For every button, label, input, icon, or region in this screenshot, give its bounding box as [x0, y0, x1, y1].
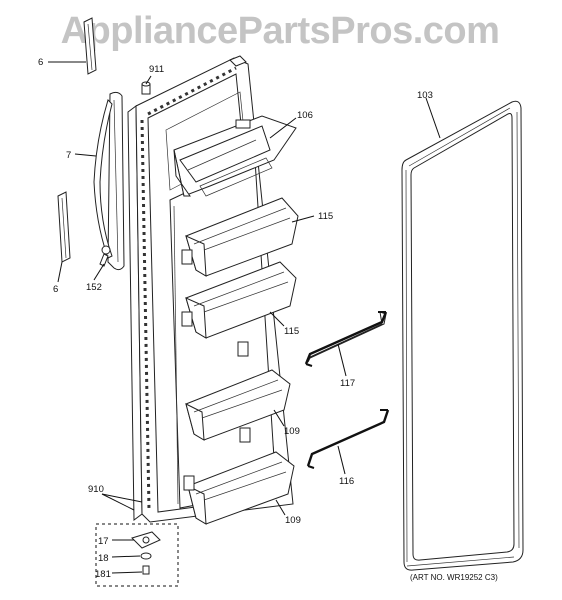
screw-152 [99, 245, 111, 267]
door-bin-115-lower [181, 261, 297, 339]
label-181: 181 [95, 569, 111, 580]
label-116: 116 [339, 476, 354, 487]
label-6-lower: 6 [53, 284, 58, 295]
label-115-upper: 115 [318, 211, 333, 222]
handle-trim-lower [57, 191, 71, 263]
door-rail-117 [304, 311, 388, 367]
label-103: 103 [417, 90, 433, 101]
door-handle [93, 91, 125, 271]
label-7: 7 [66, 150, 71, 161]
door-bin-115-upper [181, 197, 299, 277]
dispenser-cover [173, 115, 297, 197]
door-rail-116 [306, 409, 390, 469]
watermark: AppliancePartsPros.com [60, 10, 500, 52]
label-911: 911 [149, 64, 164, 75]
door-gasket [401, 100, 524, 571]
part-labels: 6 911 7 6 152 106 115 115 117 109 116 10… [38, 57, 498, 582]
label-17: 17 [98, 536, 109, 547]
art-number: (ART NO. WR19252 C3) [410, 573, 498, 582]
label-106: 106 [297, 110, 313, 121]
door-bin-109-lower [183, 427, 295, 525]
label-115-lower: 115 [284, 326, 299, 337]
label-109-upper: 109 [284, 426, 300, 437]
hinge-kit-box [95, 523, 179, 587]
label-117: 117 [340, 378, 355, 389]
label-910: 910 [88, 484, 104, 495]
label-109-lower: 109 [285, 515, 301, 526]
label-152: 152 [86, 282, 102, 293]
leader-lines [48, 61, 441, 574]
handle-trim-upper [83, 17, 97, 75]
door-bin-109-upper [185, 341, 291, 441]
label-6-upper: 6 [38, 57, 43, 68]
label-18: 18 [98, 553, 109, 564]
